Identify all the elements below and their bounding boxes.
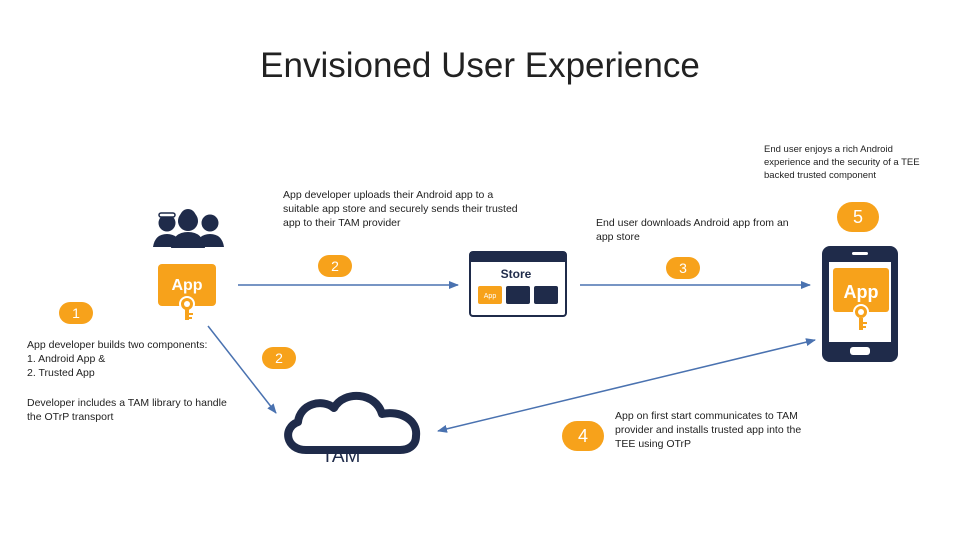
tam-label: TAM — [322, 446, 361, 467]
note-developer-builds-heading: App developer builds two components: — [27, 339, 208, 351]
page-title: Envisioned User Experience — [260, 46, 700, 85]
app-tile-label: App — [171, 277, 202, 294]
store-label: Store — [501, 267, 532, 281]
step-badge-2-tam: 2 — [262, 347, 296, 369]
cloud-icon — [284, 391, 421, 454]
phone-app-label: App — [844, 282, 879, 302]
developers-icon — [153, 209, 224, 248]
step-badge-4: 4 — [562, 421, 604, 451]
arrow-tam-phone — [437, 338, 816, 433]
store-app-label: App — [484, 293, 497, 300]
note-developer-builds-item-2: 2. Trusted App — [27, 367, 95, 379]
note-developer-builds-item-1: 1. Android App & — [27, 353, 106, 365]
app-tile-icon — [158, 264, 216, 320]
phone-icon — [822, 246, 898, 362]
note-first-start: App on first start communicates to TAM p… — [615, 410, 802, 450]
note-downloads: End user downloads Android app from an a… — [596, 217, 789, 243]
step-badge-5: 5 — [837, 202, 879, 232]
store-icon — [469, 251, 567, 317]
note-enjoys: End user enjoys a rich Android experienc… — [764, 144, 920, 181]
note-developer-includes: Developer includes a TAM library to hand… — [27, 397, 227, 423]
step-badge-2-store: 2 — [318, 255, 352, 277]
note-uploads: App developer uploads their Android app … — [283, 189, 518, 229]
note-developer-builds: App developer builds two components: 1. … — [27, 338, 237, 380]
step-badge-1: 1 — [59, 302, 93, 324]
arrow-app-to-tam — [207, 325, 277, 414]
step-badge-3: 3 — [666, 257, 700, 279]
